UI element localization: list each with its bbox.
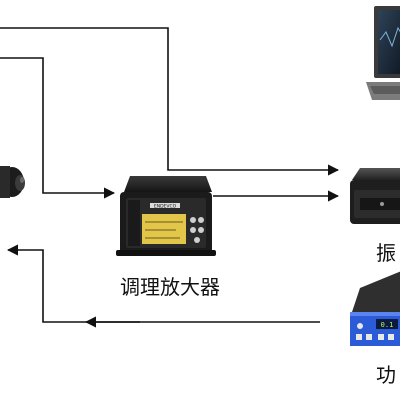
signal-conditioner-icon: ENDEVCO [116,176,216,256]
amplifier-display: 0.1 [381,321,394,329]
line-amplifier-to-shaker [6,244,320,323]
laptop-icon [366,6,400,100]
controller-label: 振 [376,241,396,265]
line-sensor-to-laptop [0,27,340,176]
conditioner-brand: ENDEVCO [154,203,177,209]
line-sensor-to-conditioner [0,57,116,199]
controller-box-icon [350,168,400,224]
connector-lines [0,27,340,328]
conditioner-label: 调理放大器 [120,275,220,299]
amplifier-label: 功 [376,363,396,387]
power-amplifier-icon: 0.1 [350,271,400,346]
accelerometer-icon [0,166,25,198]
